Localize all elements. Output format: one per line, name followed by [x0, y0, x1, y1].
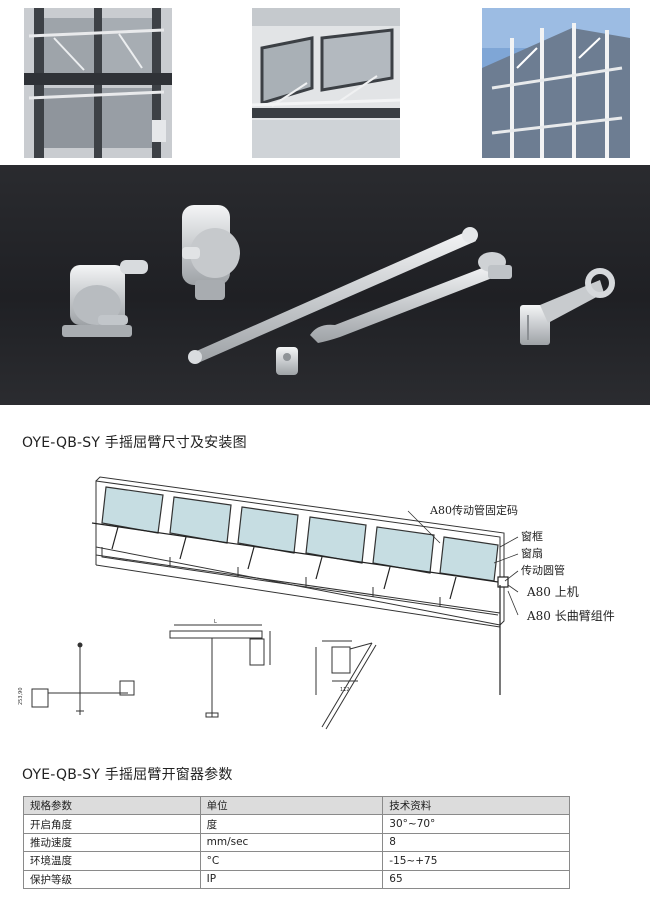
table-cell: 环境温度 — [23, 851, 201, 871]
table-cell: 开启角度 — [23, 814, 201, 834]
table-cell: 推动速度 — [23, 832, 201, 853]
detail-view-left: 253,90 — [18, 642, 135, 715]
long-crank-arm — [188, 227, 478, 364]
header-unit: 单位 — [199, 795, 384, 816]
table-header-row: 规格参数 单位 技术资料 — [23, 795, 570, 816]
table-cell: 30°~70° — [382, 814, 570, 834]
gearbox-unit-1 — [62, 260, 148, 337]
detail-view-middle: L — [169, 619, 271, 718]
installation-photo-1 — [24, 8, 172, 158]
installation-photo-3 — [482, 8, 630, 158]
table-cell: mm/sec — [199, 832, 384, 853]
header-parameter: 规格参数 — [23, 795, 201, 816]
header-value: 技术资料 — [382, 795, 570, 816]
table-cell: 保护等级 — [23, 869, 201, 889]
table-cell: IP — [199, 869, 384, 889]
gearbox-unit-2 — [182, 205, 240, 300]
table-cell: °C — [199, 851, 384, 871]
table-cell: 65 — [382, 869, 570, 889]
svg-text:L: L — [214, 619, 217, 625]
svg-text:112: 112 — [340, 687, 350, 693]
spec-table: 规格参数 单位 技术资料 开启角度 度 30°~70° 推动速度 mm/sec … — [23, 795, 570, 889]
table-row: 开启角度 度 30°~70° — [23, 814, 570, 834]
detail-view-right: 112 — [315, 640, 377, 730]
window-sashes — [101, 486, 499, 582]
photo-strip — [0, 0, 650, 165]
curved-arm — [310, 252, 512, 343]
callout-window-sash: 窗扇 — [521, 547, 543, 560]
product-components-photo — [0, 165, 650, 405]
table-row: 环境温度 °C -15~+75 — [23, 851, 570, 871]
specs-title: OYE-QB-SY 手摇屈臂开窗器参数 — [22, 767, 233, 783]
table-cell: -15~+75 — [382, 851, 570, 871]
installation-photo-2 — [252, 8, 400, 158]
table-cell: 8 — [382, 832, 570, 853]
callout-a80-unit: A80 上机 — [527, 585, 579, 599]
callout-leaders — [407, 510, 519, 616]
table-row: 推动速度 mm/sec 8 — [23, 832, 570, 853]
installation-drawing: 253,90 L 112 A80传动管固定码 窗框 窗扇 传动圆管 A80 上机… — [0, 455, 650, 755]
installation-drawing-title: OYE-QB-SY 手摇屈臂尺寸及安装图 — [22, 435, 247, 451]
callout-a80-arm: A80 长曲臂组件 — [527, 609, 615, 623]
table-cell: 度 — [199, 814, 384, 834]
callout-transmission-tube: 传动圆管 — [521, 564, 565, 577]
fixing-clip — [276, 347, 298, 375]
callout-fixing-clip: A80传动管固定码 — [430, 504, 518, 517]
mounting-bracket — [520, 268, 615, 345]
callout-window-frame: 窗框 — [521, 530, 543, 543]
table-row: 保护等级 IP 65 — [23, 869, 570, 889]
svg-text:253,90: 253,90 — [18, 688, 24, 706]
lower-frame-rails — [95, 547, 501, 616]
transmission-tube — [91, 522, 509, 695]
